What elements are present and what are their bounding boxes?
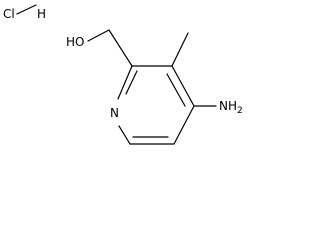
amino-main-label: NH <box>219 99 237 113</box>
ring-double-bond-n-c2 <box>125 70 138 95</box>
ring-bond-n-c2 <box>117 65 133 100</box>
amino-subscript-label: 2 <box>237 106 243 116</box>
hydroxyl-label: HO <box>66 35 84 49</box>
amino-label: NH2 <box>219 99 243 116</box>
ring-double-bond-c3-c4 <box>166 73 186 107</box>
chlorine-atom-label: Cl <box>3 7 15 21</box>
ring-bond-c4-c5 <box>173 105 195 145</box>
hcl-bond <box>16 4 37 15</box>
ch2-ring-bond <box>108 29 133 67</box>
ring-bond-c3-c4 <box>171 65 195 107</box>
ring-bond-c6-n <box>118 125 131 145</box>
oxygen-ch2-bond <box>87 29 110 42</box>
chemical-structure-diagram: Cl H HO N NH2 <box>3 4 243 145</box>
salt-hydrogen-label: H <box>37 7 46 21</box>
ring-nitrogen-label: N <box>110 106 119 120</box>
methyl-bond <box>171 32 189 67</box>
